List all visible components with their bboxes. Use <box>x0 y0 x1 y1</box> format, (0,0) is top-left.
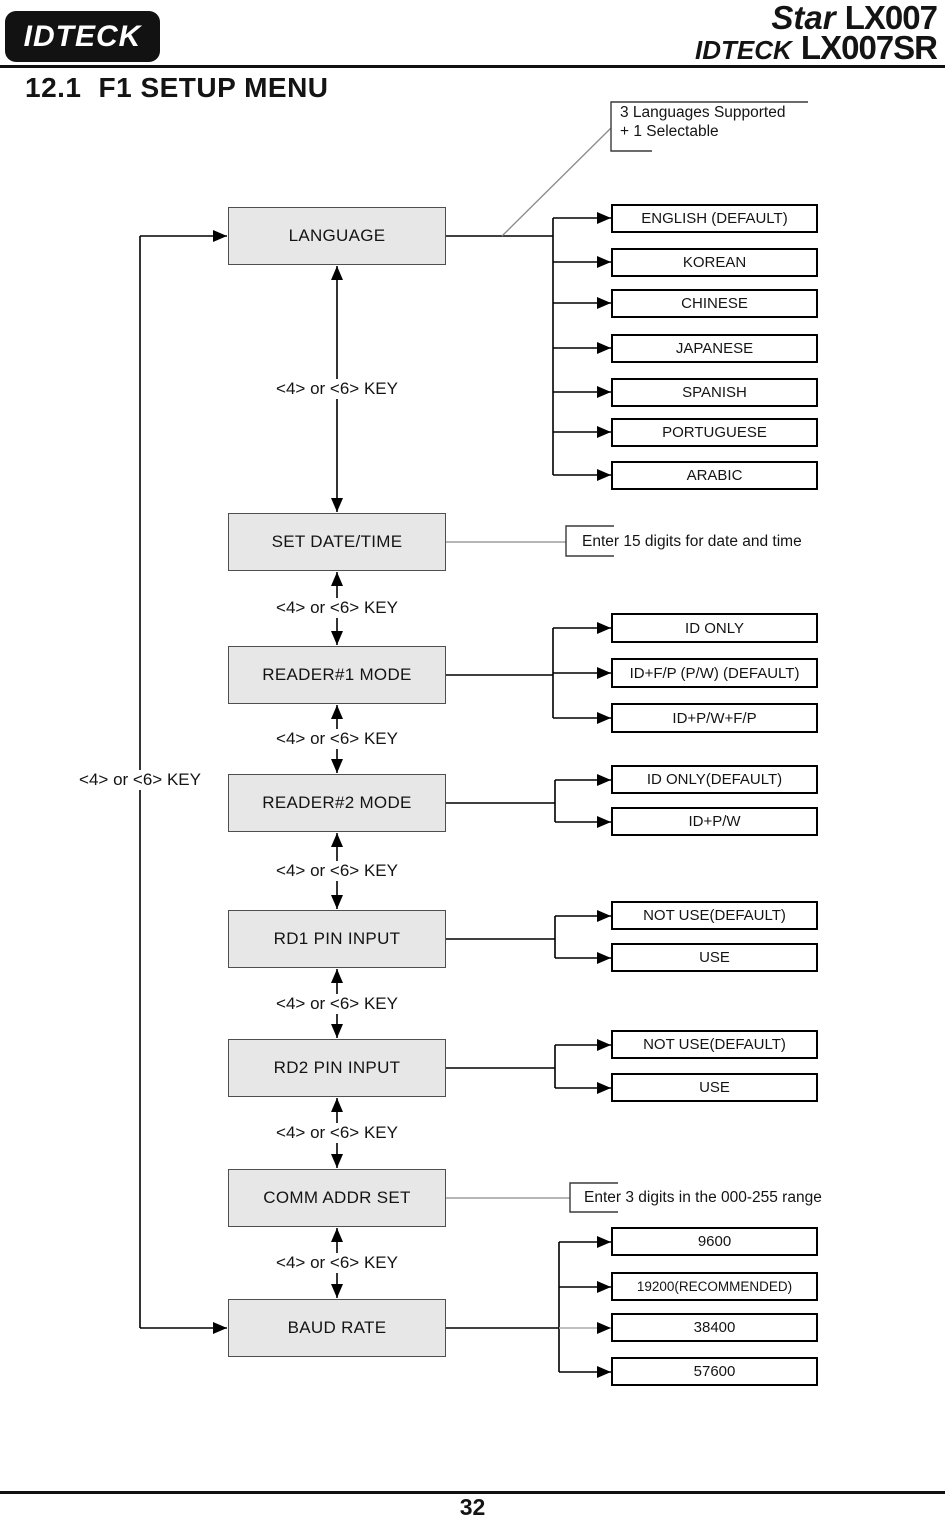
brand-line2: IDTECK LX007SR <box>694 29 938 66</box>
callout-datetime-note: Enter 15 digits for date and time <box>582 533 802 550</box>
option-japanese: JAPANESE <box>611 334 818 363</box>
section-heading: 12.1 F1 SETUP MENU <box>25 72 329 104</box>
key-label-3: <4> or <6> KEY <box>271 729 403 749</box>
option-id-pw: ID+P/W <box>611 807 818 836</box>
flow-node-reader2-mode: READER#2 MODE <box>228 774 446 832</box>
key-label-2: <4> or <6> KEY <box>271 598 403 618</box>
key-label-6: <4> or <6> KEY <box>271 1123 403 1143</box>
brand-model-lx007: LX007 <box>844 0 938 36</box>
language-note-line1: 3 Languages Supported <box>620 104 786 121</box>
option-baud-38400: 38400 <box>611 1313 818 1342</box>
flow-node-rd2-pin-input: RD2 PIN INPUT <box>228 1039 446 1097</box>
option-baud-19200-recommended: 19200(RECOMMENDED) <box>611 1272 818 1301</box>
footer-rule <box>0 1491 945 1494</box>
callout-language-note: 3 Languages Supported + 1 Selectable <box>620 103 785 141</box>
flow-node-comm-addr-set: COMM ADDR SET <box>228 1169 446 1227</box>
option-id-only-default: ID ONLY(DEFAULT) <box>611 765 818 794</box>
option-arabic: ARABIC <box>611 461 818 490</box>
brand-line1: Star LX007 <box>695 0 938 36</box>
idteck-logo: IDTECK <box>5 11 160 62</box>
option-id-pw-fp: ID+P/W+F/P <box>611 703 818 733</box>
flow-node-rd1-pin-input: RD1 PIN INPUT <box>228 910 446 968</box>
header-rule <box>0 65 945 68</box>
key-label-7: <4> or <6> KEY <box>271 1253 403 1273</box>
section-title: F1 SETUP MENU <box>98 72 329 103</box>
option-baud-57600: 57600 <box>611 1357 818 1386</box>
brand-model-lx007sr: LX007SR <box>800 29 938 66</box>
option-baud-9600: 9600 <box>611 1227 818 1256</box>
option-english-default: ENGLISH (DEFAULT) <box>611 204 818 233</box>
flow-node-language: LANGUAGE <box>228 207 446 265</box>
brand-star-wordmark: Star <box>771 0 836 36</box>
page-number: 32 <box>459 1494 486 1520</box>
option-portuguese: PORTUGUESE <box>611 418 818 447</box>
section-number: 12.1 <box>25 72 82 103</box>
language-note-line2: + 1 Selectable <box>620 123 719 140</box>
idteck-logo-text: IDTECK <box>23 19 142 53</box>
flow-node-baud-rate: BAUD RATE <box>228 1299 446 1357</box>
flow-node-set-date-time: SET DATE/TIME <box>228 513 446 571</box>
brand-marks: Star LX007 IDTECK LX007SR <box>694 0 938 66</box>
option-rd2-not-use-default: NOT USE(DEFAULT) <box>611 1030 818 1059</box>
flow-node-reader1-mode: READER#1 MODE <box>228 646 446 704</box>
option-spanish: SPANISH <box>611 378 818 407</box>
option-korean: KOREAN <box>611 248 818 277</box>
option-id-fp-pw-default: ID+F/P (P/W) (DEFAULT) <box>611 658 818 688</box>
key-label-5: <4> or <6> KEY <box>271 994 403 1014</box>
callout-comm-addr-note: Enter 3 digits in the 000-255 range <box>584 1189 822 1206</box>
option-rd1-use: USE <box>611 943 818 972</box>
key-label-4: <4> or <6> KEY <box>271 861 403 881</box>
brand-idteck-wordmark: IDTECK <box>694 35 792 65</box>
option-chinese: CHINESE <box>611 289 818 318</box>
option-id-only: ID ONLY <box>611 613 818 643</box>
option-rd2-use: USE <box>611 1073 818 1102</box>
key-label-loop: <4> or <6> KEY <box>74 770 206 790</box>
option-rd1-not-use-default: NOT USE(DEFAULT) <box>611 901 818 930</box>
key-label-1: <4> or <6> KEY <box>271 379 403 399</box>
